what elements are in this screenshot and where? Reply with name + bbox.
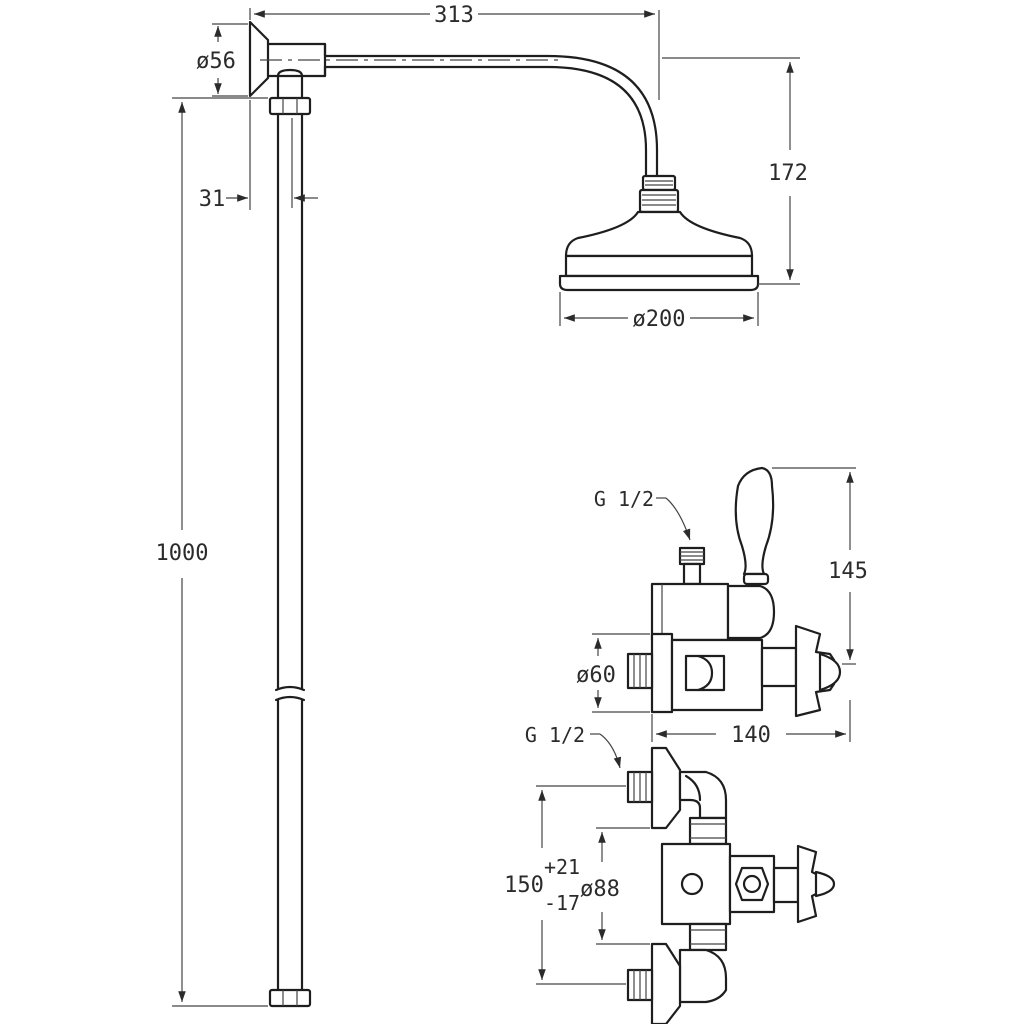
front-lower-union [688,922,728,952]
front-bottom-flange [650,942,682,1024]
dim-140: 140 [731,723,771,748]
wall-flange [248,20,270,98]
riser-knuckle [276,68,304,100]
lever-hub [726,584,776,640]
rail-dimensions: 313 ø56 31 172 ø200 1000 [156,3,808,1007]
dim-g12-front: G 1/2 [525,723,585,747]
head-swivel-nut [638,188,680,214]
dim-o56: ø56 [196,49,236,74]
valve-side-view [626,466,842,718]
dim-o88: ø88 [580,877,620,902]
dim-1000: 1000 [156,541,209,566]
valve-flange-side [650,632,674,714]
shower-head-dome [564,210,754,258]
shower-rail [248,20,760,1008]
dim-313: 313 [434,3,474,28]
riser-pipe-upper [276,112,304,690]
dim-o60: ø60 [576,663,616,688]
dim-145: 145 [828,559,868,584]
dim-150: 150 [504,873,544,898]
dim-31: 31 [199,187,226,212]
front-top-flange [650,746,682,830]
shower-head-band [564,254,754,278]
shower-arm-bottom [266,65,648,178]
dim-tol-plus: +21 [544,855,580,879]
riser-pipe-lower [276,698,304,992]
shower-head-face [558,274,760,292]
riser-bottom-nut [268,988,312,1008]
dim-o200: ø200 [633,307,686,332]
valve-body-upper [650,582,730,642]
front-upper-union [688,816,728,846]
riser-top-nut [268,96,312,116]
dim-tol-minus: -17 [544,891,580,915]
dim-172: 172 [768,161,808,186]
dim-g12-side: G 1/2 [594,487,654,511]
valve-front-view [626,746,836,1024]
lever-handle [734,466,775,576]
valve-side-dimensions: G 1/2 145 ø60 140 [576,467,868,748]
front-central-body [660,842,732,926]
shower-arm-top [266,42,659,178]
valve-front-dimensions: G 1/2 150 +21 -17 ø88 [504,723,650,985]
